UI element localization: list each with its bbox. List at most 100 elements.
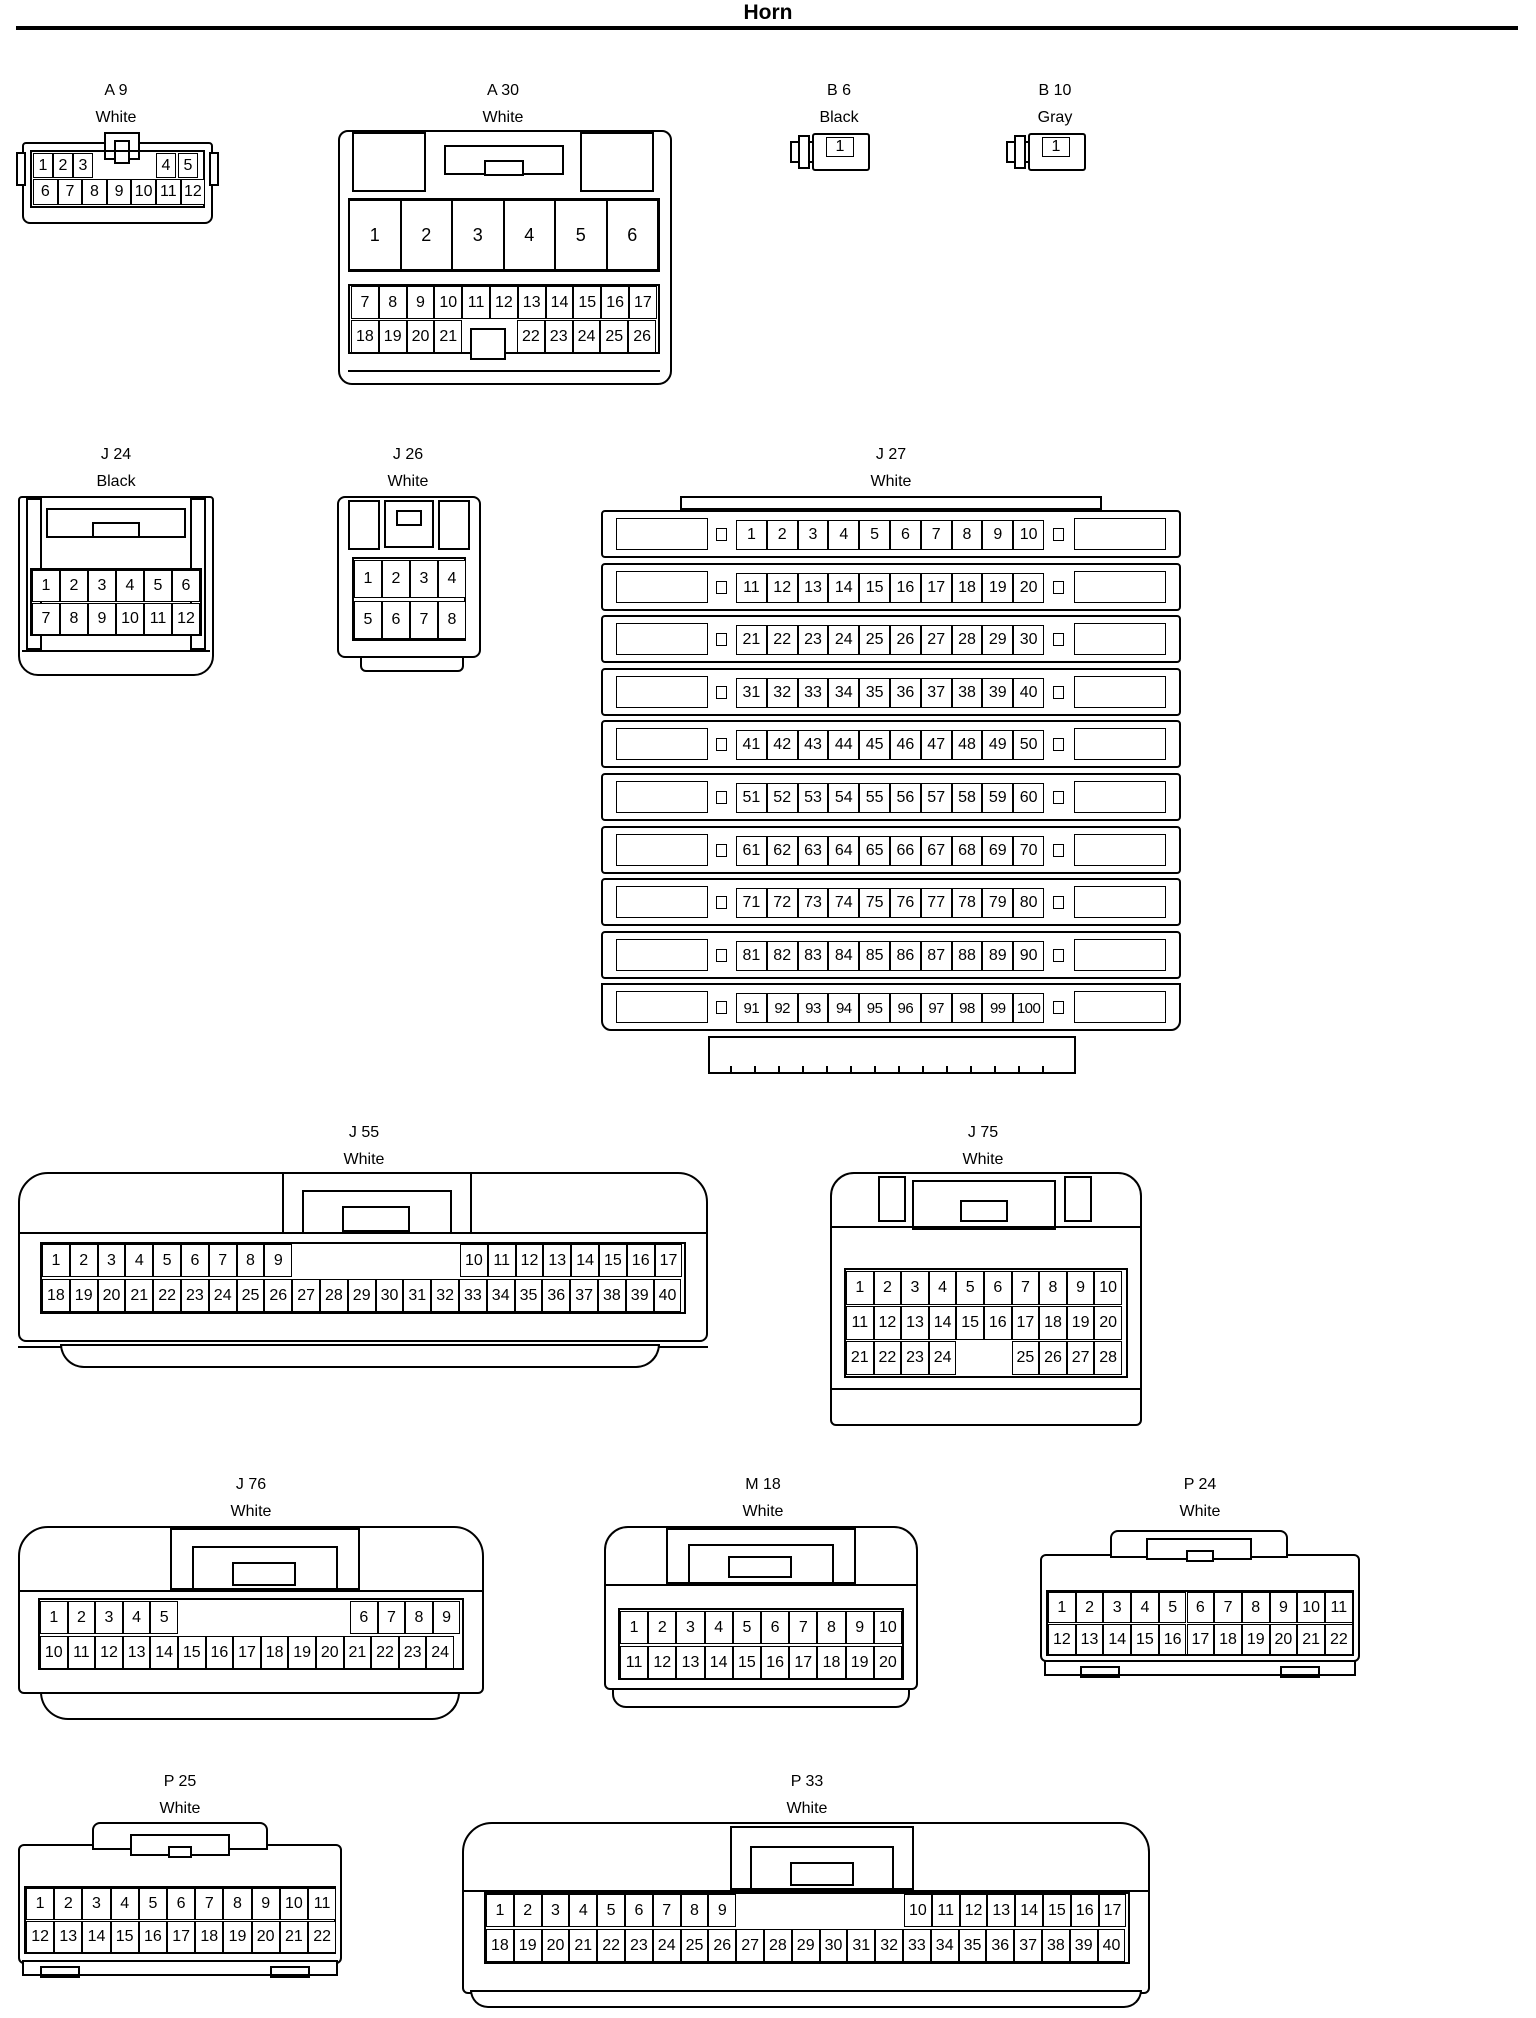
- pin-cavity: 28: [951, 625, 983, 656]
- pin-cavity: 1: [26, 1888, 55, 1920]
- row-slot: [616, 886, 708, 919]
- outline-edge: [850, 1066, 852, 1074]
- row-slot: [616, 991, 708, 1024]
- pin-cavity: 12: [1048, 1624, 1076, 1655]
- pin-cavity: 6: [167, 1888, 196, 1920]
- pin-cavity: 14: [928, 1306, 957, 1340]
- pin-cavity: 100: [1013, 993, 1044, 1024]
- pin-cavity: 21: [736, 625, 767, 656]
- lock-tab: [728, 1556, 792, 1578]
- pin-cavity: 14: [828, 572, 860, 603]
- pin-cavity: 44: [828, 730, 860, 761]
- connector-id-label: P 25: [163, 1773, 197, 1790]
- connector-id-label: P 33: [790, 1773, 824, 1790]
- pin-cavity: 6: [606, 200, 658, 270]
- pin-cavity: 35: [859, 677, 890, 708]
- row-slot: [616, 675, 708, 708]
- pin-cavity: 65: [859, 835, 890, 866]
- row-marker: [716, 685, 727, 699]
- pin-cavity: 32: [431, 1279, 459, 1312]
- pin-cavity: 14: [545, 286, 574, 319]
- pin-cavity: 16: [984, 1306, 1012, 1340]
- row-marker: [1053, 843, 1064, 857]
- pin-cavity: 11: [67, 1636, 96, 1669]
- pin-cavity: 4: [928, 1271, 957, 1305]
- pin-cavity: 4: [116, 570, 144, 602]
- row-slot: [616, 518, 708, 550]
- outline-edge: [898, 1066, 900, 1074]
- pin-cavity: 18: [195, 1921, 224, 1953]
- pin-cavity: 83: [797, 940, 829, 971]
- pin-cavity: 19: [1066, 1306, 1095, 1340]
- pin-cavity: 17: [920, 572, 952, 603]
- lock-tab: [790, 1862, 854, 1886]
- pin-cavity: 57: [920, 783, 952, 813]
- outline-edge: [1042, 1066, 1044, 1074]
- lock-tab: [92, 522, 140, 538]
- row-marker: [716, 1001, 727, 1015]
- pin-cavity: 73: [797, 888, 829, 919]
- pin-cavity: 23: [625, 1929, 653, 1962]
- lock-tab: [960, 1200, 1008, 1222]
- pin-cavity: 7: [377, 1601, 406, 1634]
- outline-edge: [778, 1066, 780, 1074]
- pin-cavity: 16: [761, 1646, 790, 1679]
- outline-edge: [946, 1066, 948, 1074]
- pin-cavity: 60: [1013, 783, 1044, 813]
- bottom-lip: [470, 1990, 1142, 2008]
- pin-cavity: 70: [1013, 835, 1044, 866]
- pin-cavity: 30: [819, 1929, 848, 1962]
- side-guide: [348, 500, 380, 550]
- pin-cavity: 4: [503, 200, 555, 270]
- lock-tab: [232, 1562, 296, 1586]
- pin-cavity: 71: [736, 888, 767, 919]
- pin-cavity: 64: [828, 835, 860, 866]
- pin-cavity: 45: [859, 730, 890, 761]
- pin-cavity: 3: [676, 1611, 705, 1644]
- pin-cavity: 15: [1131, 1624, 1159, 1655]
- title-rule: [16, 26, 1518, 30]
- top-rail: [680, 496, 1102, 510]
- pin-cavity: 22: [873, 1341, 902, 1375]
- pin-cavity: 10: [116, 603, 144, 635]
- pin-cavity: 11: [144, 603, 172, 635]
- pin-cavity: 4: [110, 1888, 139, 1920]
- connector-color-label: Black: [96, 473, 136, 490]
- pin-cavity: 26: [890, 625, 921, 656]
- pin-cavity: 1: [736, 520, 767, 550]
- pin-cavity: 2: [873, 1271, 902, 1305]
- pin-cavity: 89: [982, 940, 1014, 971]
- side-guide: [438, 500, 470, 550]
- pin-cavity: 14: [1015, 1894, 1043, 1927]
- lock-tab: [342, 1206, 410, 1232]
- row-marker: [1053, 580, 1064, 594]
- pin-cavity: 48: [951, 730, 983, 761]
- pin-cavity: 7: [789, 1611, 818, 1644]
- pin-cavity: 17: [789, 1646, 818, 1679]
- pin-cavity: 27: [292, 1279, 320, 1312]
- pin-cavity: 8: [1039, 1271, 1067, 1305]
- bottom-tab: [1080, 1666, 1120, 1678]
- pin-cavity: 34: [486, 1279, 515, 1312]
- pin-cavity: 4: [704, 1611, 733, 1644]
- pin-cavity: 20: [1269, 1624, 1298, 1655]
- pin-cavity: 12: [180, 179, 206, 205]
- pin-cavity: 1: [40, 1601, 68, 1634]
- pin-cavity: 38: [951, 677, 983, 708]
- pin-cavity: 20: [406, 320, 435, 353]
- pin-cavity: 17: [1098, 1894, 1127, 1927]
- pin-cavity: 20: [316, 1636, 344, 1669]
- pin-cavity: 4: [569, 1894, 598, 1927]
- pin-cavity: 17: [1011, 1306, 1040, 1340]
- pin-cavity: 16: [138, 1921, 167, 1953]
- pin-cavity: 30: [375, 1279, 404, 1312]
- row-slot: [616, 623, 708, 656]
- pin-cavity: 12: [490, 286, 518, 319]
- pin-cavity: 38: [1042, 1929, 1070, 1962]
- pin-cavity: 15: [599, 1244, 627, 1277]
- pin-cavity: 21: [846, 1341, 874, 1375]
- connector-color-label: Gray: [1037, 109, 1073, 126]
- pin-cavity: 9: [845, 1611, 874, 1644]
- pin-cavity: 24: [928, 1341, 957, 1375]
- pin-cavity: 22: [766, 625, 798, 656]
